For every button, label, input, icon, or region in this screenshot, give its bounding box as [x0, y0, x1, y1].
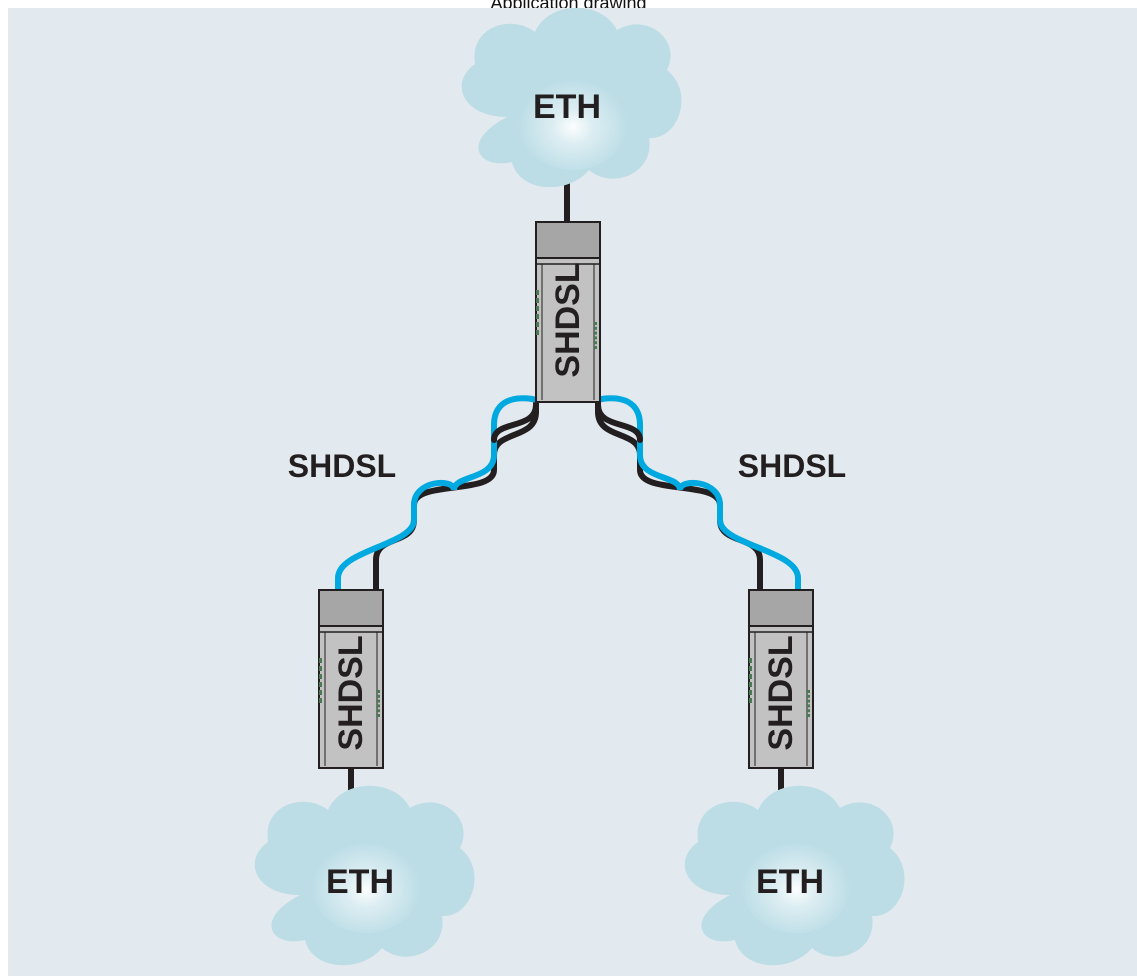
left-twisted-pair-cable	[335, 395, 539, 593]
top-shdsl-device	[535, 221, 601, 403]
bottom-right-shdsl-device	[748, 589, 814, 769]
left-link-label: SHDSL	[288, 448, 396, 484]
bottom-left-shdsl-device	[318, 589, 384, 769]
bottom-right-device-label: SHDSL	[762, 635, 800, 750]
bottom-right-eth-cloud	[684, 785, 905, 966]
application-diagram: ETH ETH ETH SHDSL SHDSL SHDSL SHDSL SHDS…	[8, 8, 1137, 976]
right-link-label: SHDSL	[738, 448, 846, 484]
bottom-left-eth-cloud	[254, 785, 475, 966]
right-twisted-pair-cable	[595, 395, 801, 593]
bottom-right-eth-label: ETH	[756, 863, 824, 901]
top-eth-cloud	[461, 8, 682, 188]
top-device-label: SHDSL	[549, 262, 587, 377]
bottom-left-eth-label: ETH	[326, 863, 394, 901]
top-eth-label: ETH	[533, 88, 601, 126]
bottom-left-device-label: SHDSL	[332, 635, 370, 750]
